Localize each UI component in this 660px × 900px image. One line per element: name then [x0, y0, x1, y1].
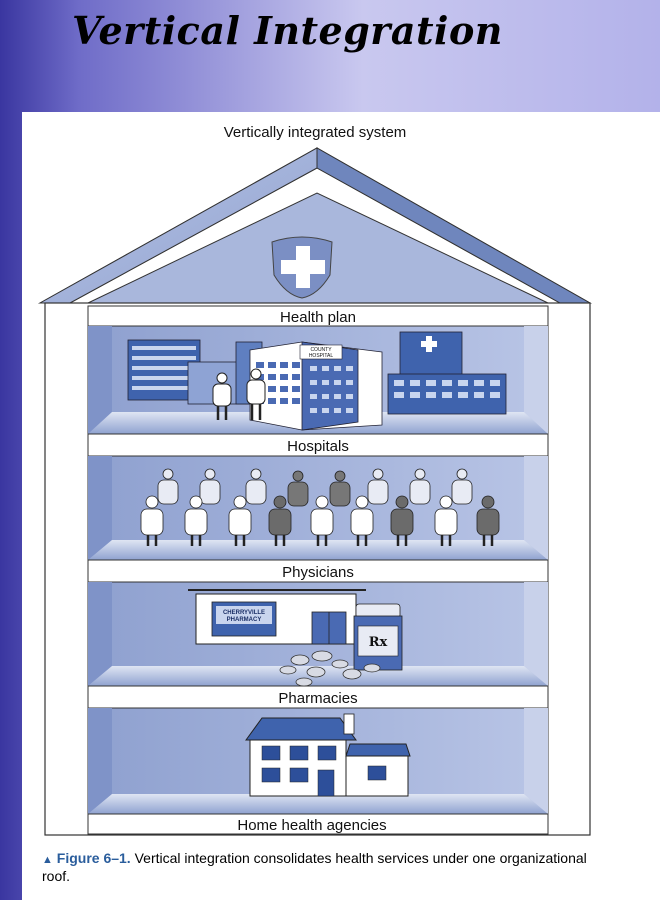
pharmacy-storefront-icon: CHERRYVILLE PHARMACY	[188, 589, 366, 645]
figure-caption: ▲ Figure 6–1. Vertical integration conso…	[42, 850, 602, 884]
house-icon	[245, 713, 411, 797]
floor-label-pharmacies: Pharmacies	[278, 690, 357, 707]
hospital-buildings-icon: COUNTY HOSPITAL	[127, 331, 507, 431]
house-outer-wall	[44, 302, 591, 836]
system-label: Vertically integrated system	[224, 124, 407, 141]
pills-icon	[279, 650, 381, 687]
svg-text:COUNTY: COUNTY	[310, 347, 332, 353]
rx-bottle-icon: Rx	[353, 603, 403, 671]
svg-text:CHERRYVILLE: CHERRYVILLE	[223, 610, 265, 616]
floor-label-home-health-agencies: Home health agencies	[237, 817, 386, 834]
svg-text:HOSPITAL: HOSPITAL	[309, 353, 334, 359]
svg-text:PHARMACY: PHARMACY	[227, 617, 262, 623]
slide-title: Vertical Integration	[72, 8, 503, 53]
floor-label-health-plan: Health plan	[280, 309, 356, 326]
floor-label-hospitals: Hospitals	[287, 438, 349, 455]
rx-label: Rx	[369, 635, 388, 650]
physician-figures-icon	[140, 468, 500, 546]
floor-label-physicians: Physicians	[282, 564, 354, 581]
floor-room-physicians	[87, 455, 549, 561]
medical-cross-icon	[271, 236, 333, 299]
caption-marker: ▲	[42, 854, 53, 866]
caption-figure-number: Figure 6–1.	[56, 850, 131, 866]
caption-text: Vertical integration consolidates health…	[42, 850, 587, 884]
